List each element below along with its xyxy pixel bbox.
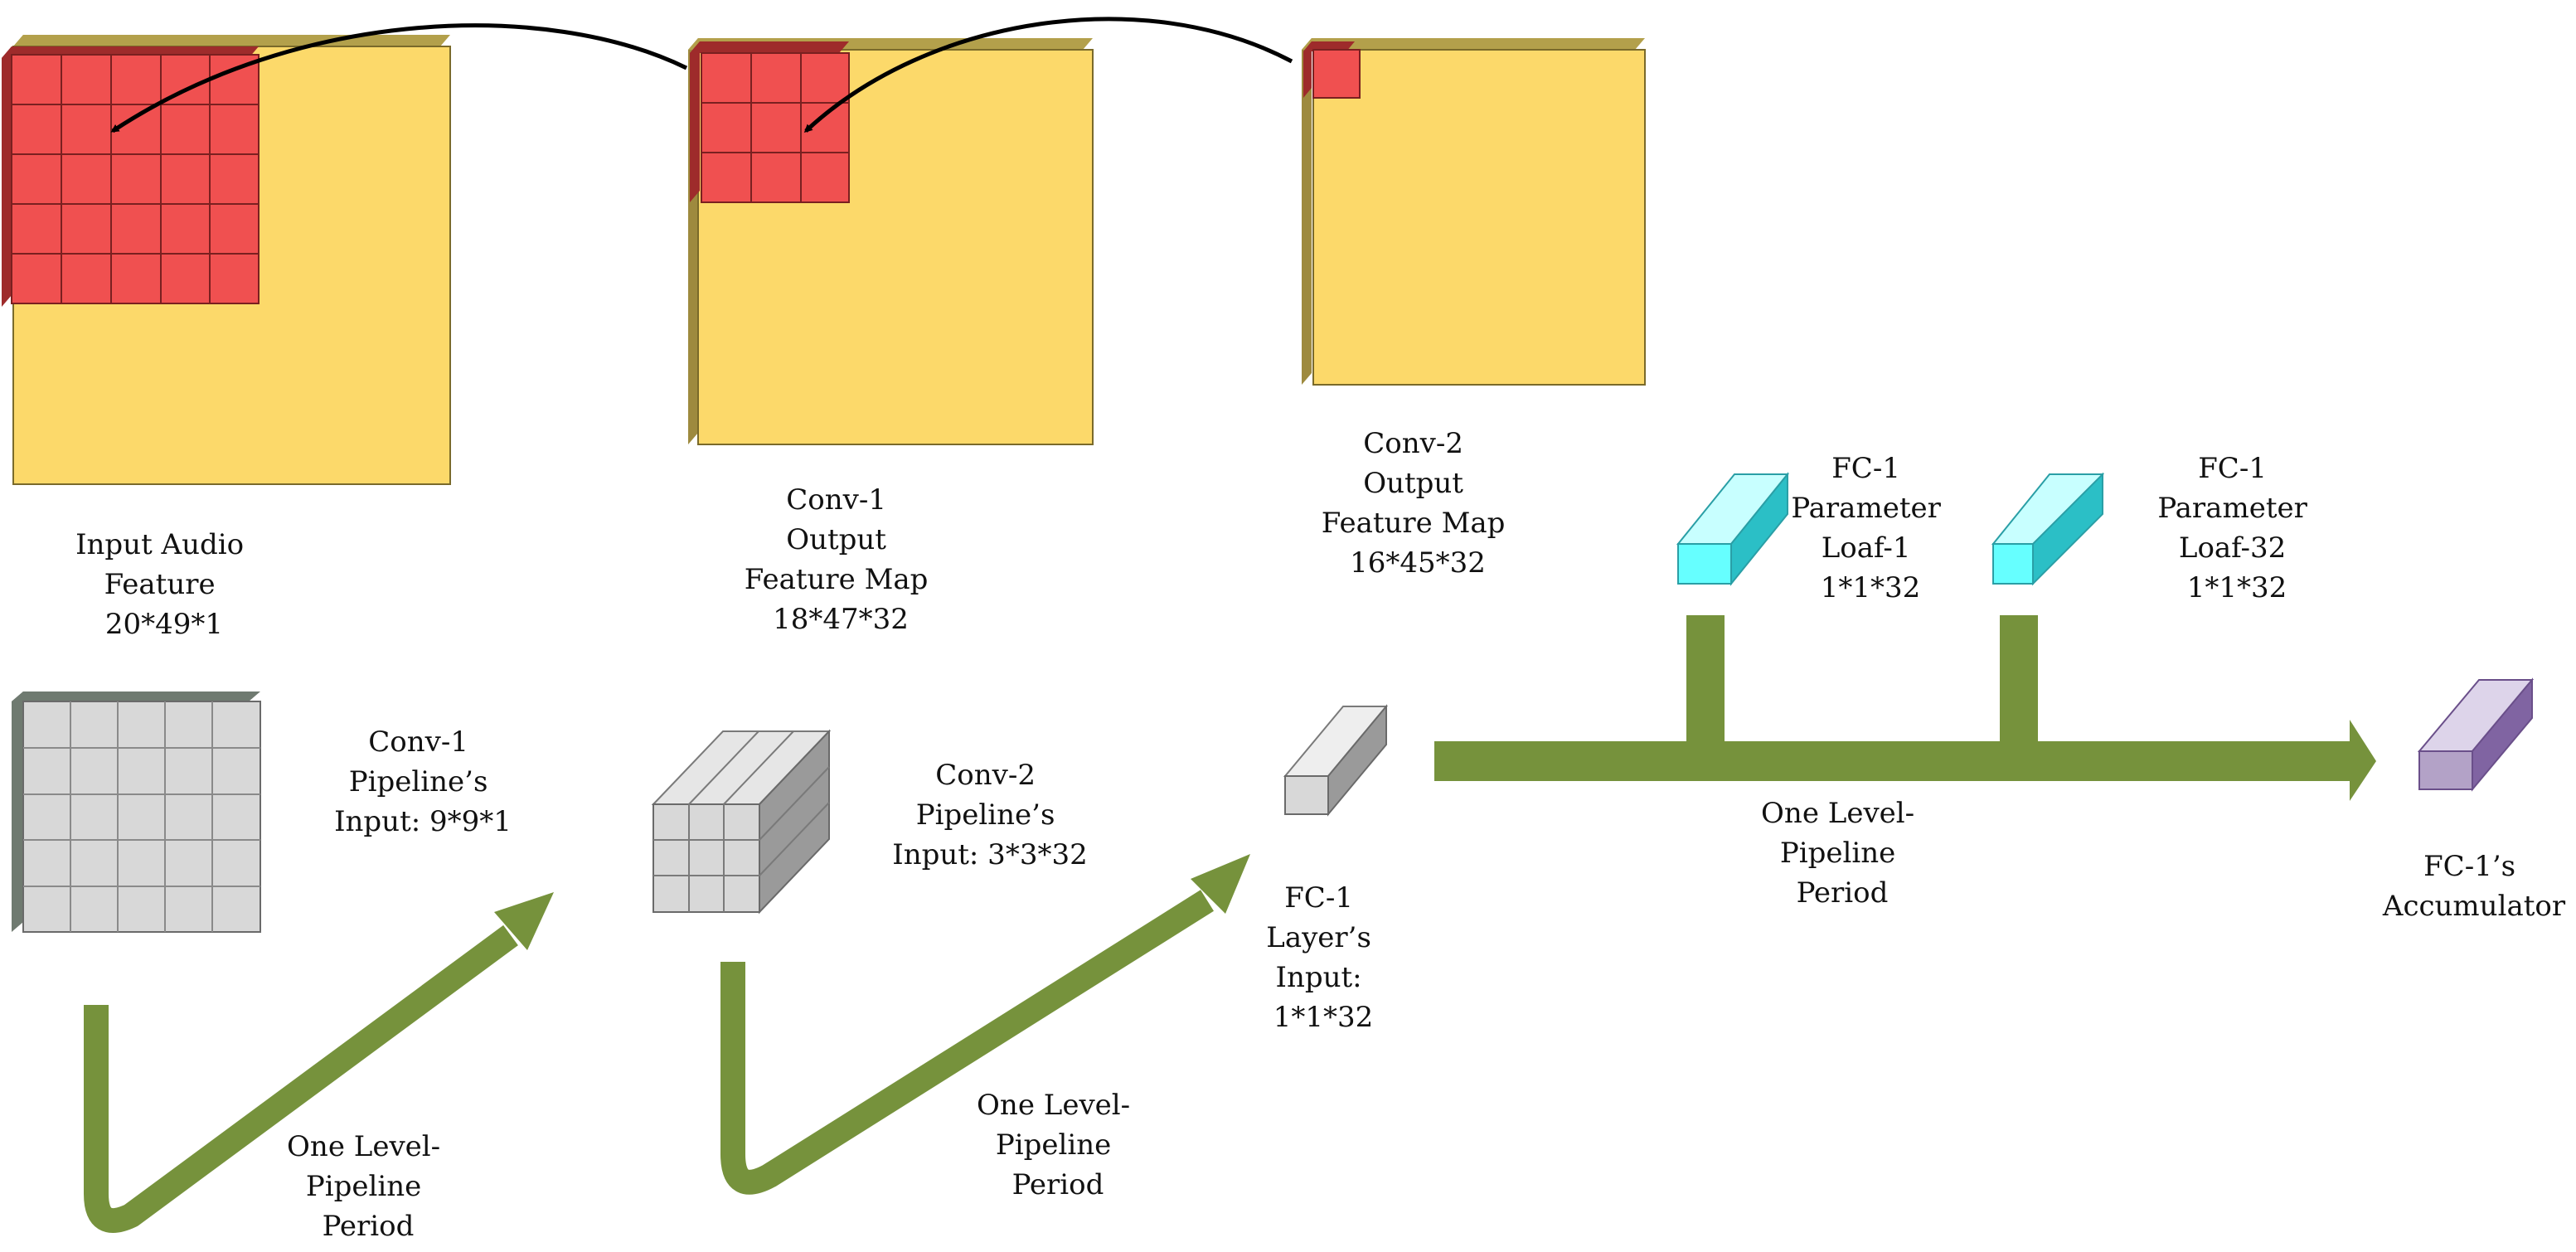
pipeline-period-label-3: One Level- Pipeline Period	[1761, 797, 1924, 910]
fc1-parameter-loaf-32: FC-1 Parameter Loaf-32 1*1*32	[1991, 452, 2316, 604]
pipeline-period-label-2: One Level- Pipeline Period	[977, 1089, 1139, 1201]
input-feature-label: Input Audio Feature 20*49*1	[75, 528, 253, 641]
pipeline-period-label-1: One Level- Pipeline Period	[287, 1130, 449, 1243]
conv2-pipeline-input-block: Conv-2 Pipeline’s Input: 3*3*32	[651, 729, 1088, 915]
conv2-output-feature-map: Conv-2 Output Feature Map 16*45*32	[1302, 38, 1646, 580]
conv1-output-feature-map: Conv-1 Output Feature Map 18*47*32	[688, 38, 1094, 636]
conv2-window	[690, 41, 850, 203]
fc1-layer-input-block: FC-1 Layer’s Input: 1*1*32	[1266, 704, 1389, 1034]
fc1-window	[1303, 41, 1361, 99]
pipeline-period-arrow-3: One Level- Pipeline Period	[1434, 615, 2376, 910]
input-feature-map: Input Audio Feature 20*49*1	[2, 35, 451, 641]
conv1-window	[2, 46, 260, 307]
fc1-parameter-loaf-1: FC-1 Parameter Loaf-1 1*1*32	[1676, 452, 1949, 604]
conv2-output-label: Conv-2 Output Feature Map 16*45*32	[1322, 427, 1515, 580]
fc1-parameter-loaf-1-label: FC-1 Parameter Loaf-1 1*1*32	[1791, 452, 1949, 604]
fc1-accumulator-label: FC-1’s Accumulator	[2382, 850, 2566, 923]
fc1-accumulator: FC-1’s Accumulator	[2382, 677, 2566, 923]
pipeline-period-arrow-2: One Level- Pipeline Period	[720, 854, 1250, 1201]
conv1-pipeline-input-label: Conv-1 Pipeline’s Input: 9*9*1	[334, 725, 512, 838]
fc1-parameter-loaf-32-label: FC-1 Parameter Loaf-32 1*1*32	[2157, 452, 2316, 604]
conv1-output-label: Conv-1 Output Feature Map 18*47*32	[745, 483, 938, 636]
curved-arrow-conv1-to-input	[110, 23, 688, 133]
conv1-pipeline-input-block: Conv-1 Pipeline’s Input: 9*9*1	[12, 692, 512, 933]
curved-arrow-conv2-to-conv1	[803, 17, 1293, 133]
fc1-layer-input-label: FC-1 Layer’s Input: 1*1*32	[1266, 881, 1380, 1034]
conv2-pipeline-input-label: Conv-2 Pipeline’s Input: 3*3*32	[892, 759, 1087, 871]
pipeline-period-arrow-1: One Level- Pipeline Period	[84, 892, 554, 1243]
